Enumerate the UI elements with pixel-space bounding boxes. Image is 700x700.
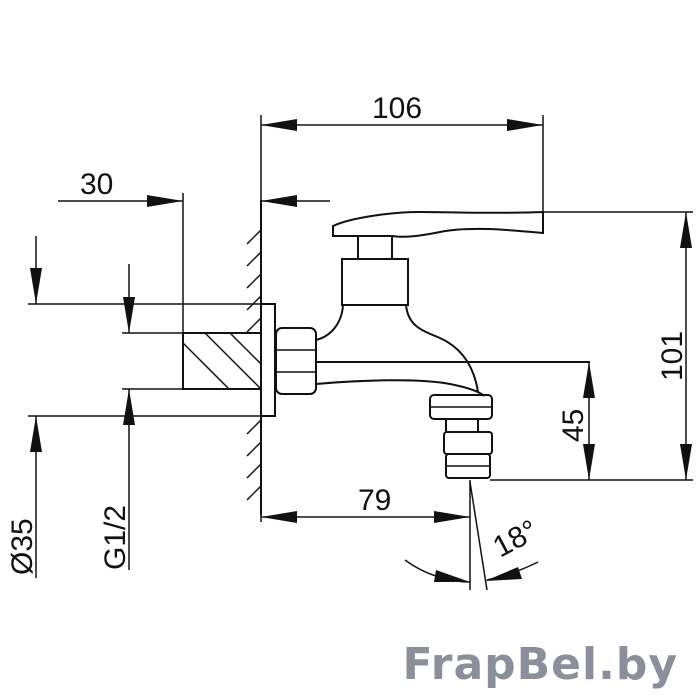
dim-diameter-35 [28,236,275,578]
wall-flange [260,303,276,417]
dim-45-label: 45 [557,409,590,442]
dim-30 [58,193,330,333]
dim-diameter-label: Ø35 [6,518,39,575]
angle-18 [404,480,539,591]
valve-stem [357,235,393,260]
dim-thread-label: G1/2 [99,505,132,570]
dim-106-label: 106 [372,92,422,125]
dim-79-label: 79 [358,484,391,517]
dim-thread-g12 [122,264,183,570]
dim-45 [583,362,595,480]
dim-79 [260,511,470,523]
dim-101-label: 101 [656,331,689,381]
faucet-body [315,304,590,397]
hose-connector [429,394,493,479]
dim-106 [260,115,544,212]
lever-handle [332,210,544,238]
watermark-logo: FrapBel.by [402,639,678,690]
angle-18-label: 18° [488,514,544,564]
hex-nut [275,327,317,395]
wall-pipe [182,332,262,390]
dim-101 [490,211,693,481]
dim-30-label: 30 [80,168,113,201]
valve-bonnet [341,258,409,306]
